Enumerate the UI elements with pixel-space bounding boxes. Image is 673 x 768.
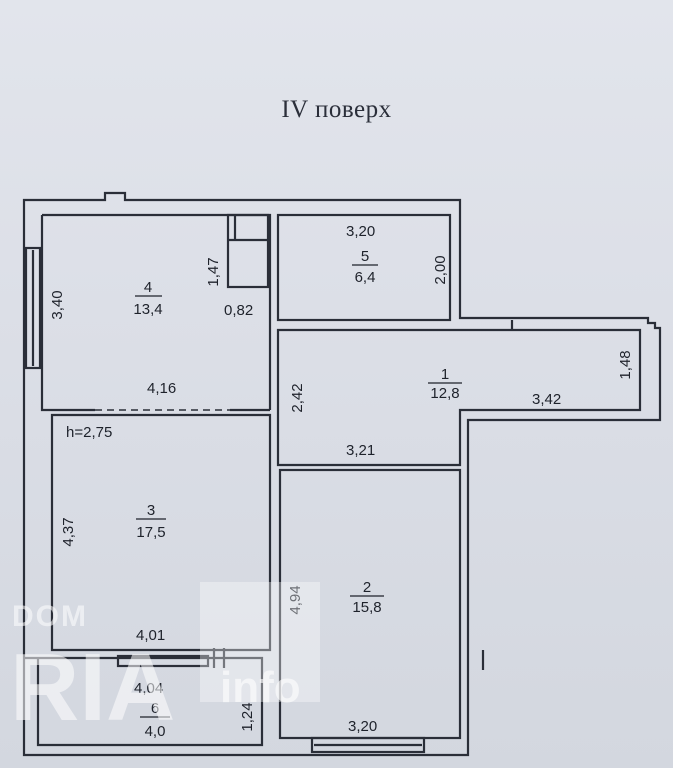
room-2-area: 15,8	[352, 599, 381, 616]
window-left	[24, 246, 42, 370]
dim-4-04: 4,04	[134, 680, 163, 697]
window-bottom	[310, 736, 426, 754]
closet	[226, 213, 270, 289]
room-6-number: 6	[151, 700, 159, 717]
dim-2-00: 2,00	[432, 255, 449, 284]
dimension-labels: 3,20 1,47 2,00 3,40 0,82 4,16 2,42 1,48 …	[49, 223, 634, 735]
dim-4-16: 4,16	[147, 380, 176, 397]
watermark-main-text: RIA	[10, 634, 175, 732]
room-5-area: 6,4	[355, 269, 376, 286]
inner-wall-left	[40, 213, 272, 412]
room-6-area: 4,0	[145, 723, 166, 740]
dim-3-20-top: 3,20	[346, 223, 375, 240]
dim-1-48: 1,48	[617, 350, 634, 379]
watermark-box	[200, 582, 320, 702]
watermark-logo: RIA info	[10, 634, 301, 732]
room-1-number: 1	[441, 366, 449, 383]
room-6-walls	[24, 656, 264, 747]
dim-4-01: 4,01	[136, 627, 165, 644]
room-3-number: 3	[147, 502, 155, 519]
balcony-window	[116, 654, 210, 668]
room-5-walls	[276, 213, 452, 322]
room-3-area: 17,5	[136, 524, 165, 541]
dim-1-24: 1,24	[239, 702, 256, 731]
watermark-suffix-text: info	[220, 663, 301, 712]
dim-0-82: 0,82	[224, 302, 253, 319]
dim-3-42: 3,42	[532, 391, 561, 408]
room-4-number: 4	[144, 279, 152, 296]
dim-3-20-bottom: 3,20	[348, 718, 377, 735]
outer-wall	[22, 191, 662, 757]
room-2-number: 2	[363, 579, 371, 596]
floor-title: IV поверх	[281, 96, 392, 123]
room-1-area: 12,8	[430, 385, 459, 402]
watermark-dom: DOM	[12, 600, 88, 633]
room-5-number: 5	[361, 248, 369, 265]
room-1-walls	[276, 328, 642, 467]
room-labels: 4 13,4 5 6,4 1 12,8 3 17,5 2 15,8 6 4,0	[133, 248, 462, 740]
room-3-walls	[50, 413, 272, 652]
dim-3-40: 3,40	[49, 290, 66, 319]
dim-4-94: 4,94	[287, 585, 304, 614]
room-4-area: 13,4	[133, 301, 162, 318]
dim-2-42: 2,42	[289, 383, 306, 412]
dim-3-21: 3,21	[346, 442, 375, 459]
dim-4-37: 4,37	[60, 517, 77, 546]
ceiling-height: h=2,75	[66, 424, 112, 441]
dim-1-47: 1,47	[205, 257, 222, 286]
